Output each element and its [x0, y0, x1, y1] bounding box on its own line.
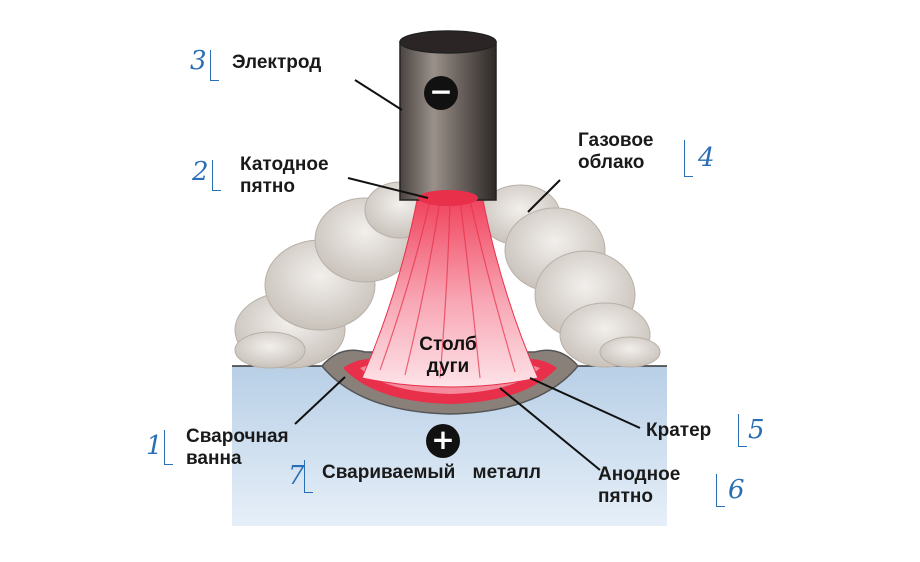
pointer-lines: [294, 79, 641, 471]
label-gas-cloud-line1: Газовое: [578, 130, 654, 151]
bracket-5: [738, 414, 747, 447]
label-weld-pool-line1: Сварочная: [186, 426, 289, 447]
bracket-2: [212, 160, 221, 191]
number-2: 2: [192, 157, 209, 187]
bracket-4: [684, 140, 693, 177]
arc-column-shape: [361, 194, 539, 388]
label-anode-spot-line2: пятно: [598, 486, 653, 507]
label-crater: Кратер: [646, 420, 712, 441]
number-4: 4: [698, 143, 715, 173]
bracket-3: [210, 50, 219, 81]
label-base-metal: Свариваемый металл: [322, 462, 541, 483]
arc-rays: [379, 199, 516, 379]
electrode-rod: [399, 41, 497, 201]
number-1: 1: [146, 431, 163, 461]
bracket-6: [716, 474, 725, 507]
number-6: 6: [728, 475, 745, 505]
label-arc-column-line2: дуги: [426, 356, 470, 377]
number-5: 5: [748, 415, 765, 445]
bracket-7: [304, 460, 313, 493]
label-gas-cloud-line2: облако: [578, 152, 645, 173]
cathode-spot-shape: [418, 190, 478, 206]
number-7: 7: [288, 461, 305, 491]
label-cathode-spot-line1: Катодное: [240, 154, 329, 175]
label-anode-spot-line1: Анодное: [598, 464, 681, 485]
label-weld-pool-line2: ванна: [186, 448, 242, 469]
label-cathode-spot-line2: пятно: [240, 176, 295, 197]
label-arc-column-line1: Столб: [419, 334, 477, 355]
plus-sign-icon: +: [426, 424, 460, 458]
bracket-1: [164, 430, 173, 465]
electrode-top: [399, 30, 497, 54]
minus-sign-icon: −: [424, 76, 458, 110]
number-3: 3: [190, 46, 207, 76]
label-electrode: Электрод: [232, 52, 322, 73]
